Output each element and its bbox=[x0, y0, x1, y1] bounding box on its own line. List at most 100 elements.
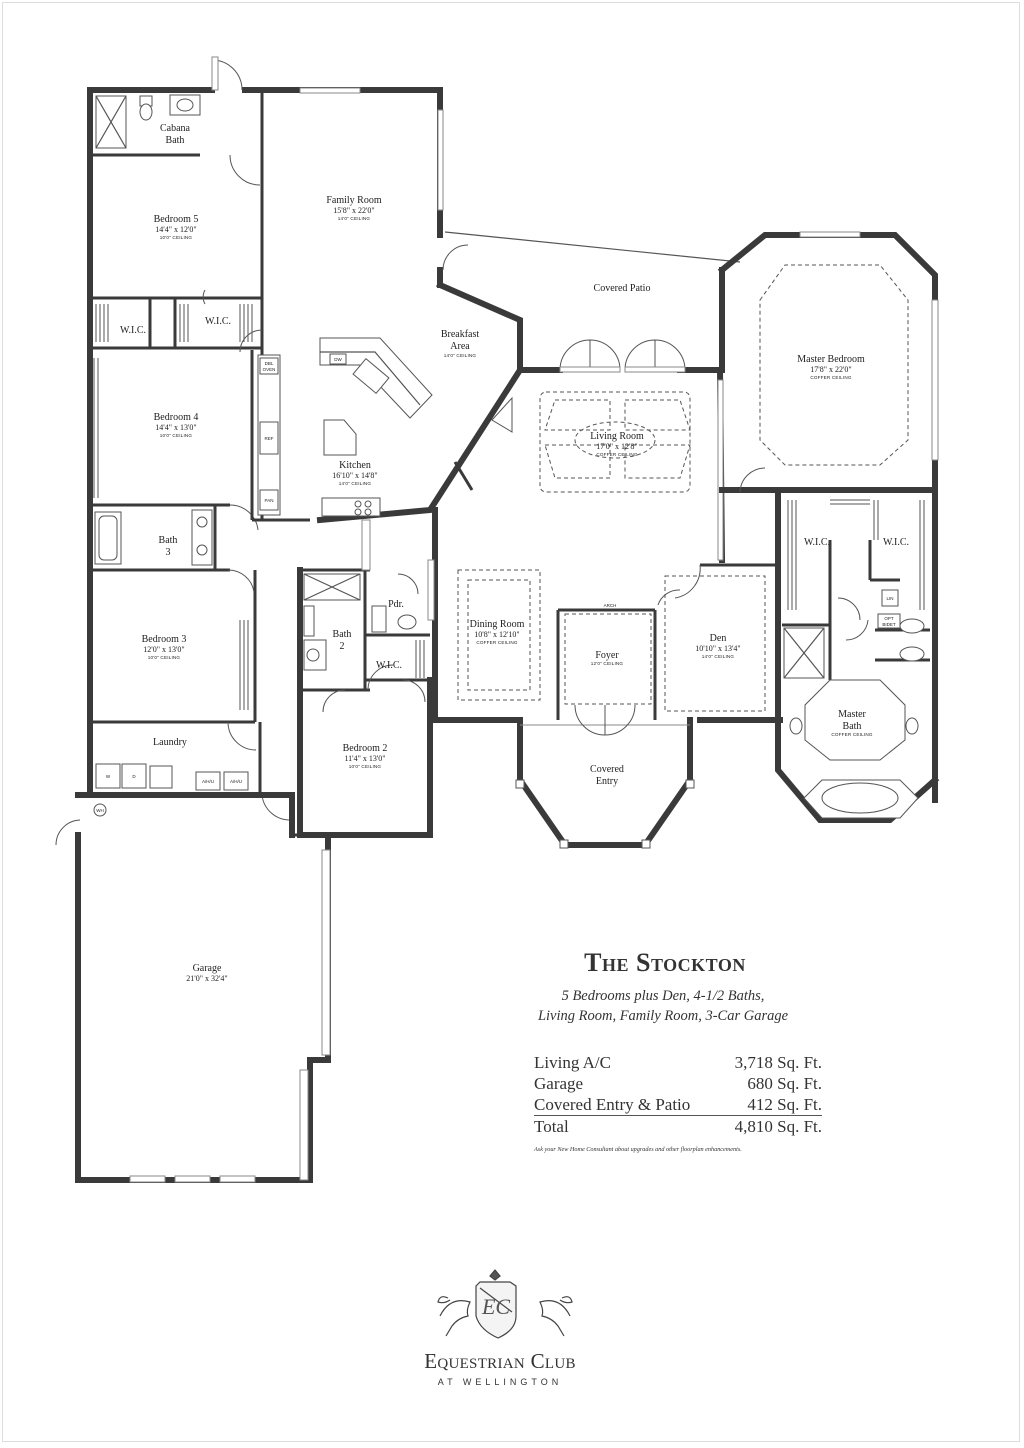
label-living-room: Living Room bbox=[590, 431, 644, 442]
plan-title: The Stockton bbox=[584, 948, 746, 977]
label-bedroom3: Bedroom 3 bbox=[142, 634, 187, 645]
brand-name: Equestrian Club bbox=[424, 1349, 576, 1373]
label-master-bath-2: Bath bbox=[843, 721, 862, 732]
label-laundry: Laundry bbox=[153, 737, 187, 748]
walls-garage bbox=[55, 722, 331, 1183]
bath3-fixtures bbox=[94, 509, 213, 566]
label-breakfast-2: Area bbox=[450, 341, 470, 352]
label-arch: ARCH bbox=[604, 603, 617, 608]
label-wic-master-right: W.I.C. bbox=[883, 537, 909, 548]
label-bedroom4: Bedroom 4 bbox=[154, 412, 199, 423]
ceiling-master-bedroom: COFFER CEILING bbox=[810, 375, 852, 380]
dims-bedroom3: 12'0" x 13'0" bbox=[143, 645, 184, 654]
fixture-water-heater: WH bbox=[96, 808, 104, 813]
label-cabana-2: Bath bbox=[166, 135, 185, 146]
label-covered-patio: Covered Patio bbox=[594, 283, 651, 294]
label-breakfast: Breakfast bbox=[441, 329, 480, 340]
upgrade-note: Ask your New Home Consultant about upgra… bbox=[534, 1146, 742, 1153]
label-bath3-2: 3 bbox=[166, 547, 171, 558]
plan-info: The Stockton 5 Bedrooms plus Den, 4-1/2 … bbox=[500, 948, 860, 1153]
label-wic-bed2: W.I.C. bbox=[376, 660, 402, 671]
wic-shelves-left bbox=[93, 304, 253, 710]
fixture-bidet: BIDET bbox=[882, 622, 896, 627]
label-foyer: Foyer bbox=[595, 650, 619, 661]
walls-center bbox=[250, 87, 523, 524]
ceiling-living-room: COFFER CEILING bbox=[596, 452, 638, 457]
dims-living-room: 17'0" x 12'8" bbox=[596, 442, 637, 451]
label-dining-room: Dining Room bbox=[470, 619, 525, 630]
crest-monogram: EC bbox=[481, 1294, 510, 1319]
walls-master: LIN OPT BIDET bbox=[717, 231, 940, 823]
ceiling-master-bath: COFFER CEILING bbox=[831, 732, 873, 737]
fixture-opt: OPT bbox=[884, 616, 894, 621]
label-bath2-2: 2 bbox=[340, 641, 345, 652]
dims-den: 10'10" x 13'4" bbox=[695, 644, 740, 653]
label-master-bath: Master bbox=[838, 709, 866, 720]
ceiling-dining-room: COFFER CEILING bbox=[476, 640, 518, 645]
label-wic-master-left: W.I.C. bbox=[804, 537, 830, 548]
fixture-dishwasher: DW bbox=[334, 357, 342, 362]
ceiling-foyer: 12'0" CEILING bbox=[591, 661, 624, 666]
sqft-value: 3,718 Sq. Ft. bbox=[734, 1053, 822, 1072]
ceiling-bedroom3: 10'0" CEILING bbox=[148, 655, 181, 660]
dims-family-room: 15'8" x 22'0" bbox=[333, 206, 374, 215]
coffer-patterns bbox=[457, 391, 766, 712]
dims-bedroom4: 14'4" x 13'0" bbox=[155, 423, 196, 432]
fixture-pantry: PAN bbox=[265, 498, 274, 503]
equestrian-club-logo: EC bbox=[437, 1269, 573, 1339]
fixture-oven: OVEN bbox=[263, 367, 276, 372]
plan-subtitle-2: Living Room, Family Room, 3-Car Garage bbox=[537, 1008, 789, 1024]
sqft-row-garage: Garage 680 Sq. Ft. bbox=[534, 1073, 822, 1094]
ceiling-kitchen: 14'0" CEILING bbox=[339, 481, 372, 486]
fixture-ref: REF bbox=[265, 436, 274, 441]
label-bath2: Bath bbox=[333, 629, 352, 640]
label-bedroom5: Bedroom 5 bbox=[154, 214, 199, 225]
sqft-label: Covered Entry & Patio bbox=[534, 1095, 691, 1114]
sqft-row-total: Total 4,810 Sq. Ft. bbox=[534, 1116, 822, 1137]
sqft-table: Living A/C 3,718 Sq. Ft. Garage 680 Sq. … bbox=[534, 1052, 822, 1137]
sqft-row-entry-patio: Covered Entry & Patio 412 Sq. Ft. bbox=[534, 1094, 822, 1116]
label-master-bedroom: Master Bedroom bbox=[797, 354, 865, 365]
sqft-row-living: Living A/C 3,718 Sq. Ft. bbox=[534, 1052, 822, 1073]
room-labels: Cabana Bath Bedroom 5 14'4" x 12'0" 10'0… bbox=[120, 123, 909, 983]
sqft-label: Total bbox=[534, 1117, 569, 1136]
ceiling-bedroom5: 10'0" CEILING bbox=[160, 235, 193, 240]
fixture-ahu-2: A/H/U bbox=[230, 779, 242, 784]
label-den: Den bbox=[710, 633, 727, 644]
label-bath3: Bath bbox=[159, 535, 178, 546]
ceiling-family-room: 14'0" CEILING bbox=[338, 216, 371, 221]
sqft-value: 680 Sq. Ft. bbox=[747, 1074, 822, 1093]
fixture-dryer: D bbox=[132, 774, 136, 779]
dims-garage: 21'0" x 32'4" bbox=[186, 974, 227, 983]
dims-kitchen: 16'10" x 14'8" bbox=[332, 471, 377, 480]
ceiling-bedroom4: 10'0" CEILING bbox=[160, 433, 193, 438]
sqft-value: 412 Sq. Ft. bbox=[747, 1095, 822, 1114]
fixture-linen: LIN bbox=[886, 596, 893, 601]
label-garage: Garage bbox=[193, 963, 222, 974]
brand-subtitle: AT WELLINGTON bbox=[437, 1377, 563, 1387]
dims-bedroom5: 14'4" x 12'0" bbox=[155, 225, 196, 234]
plan-subtitle-1: 5 Bedrooms plus Den, 4-1/2 Baths, bbox=[561, 988, 765, 1004]
ceiling-breakfast: 14'0" CEILING bbox=[444, 353, 477, 358]
walls-bed2 bbox=[297, 519, 435, 838]
sqft-label: Living A/C bbox=[534, 1053, 611, 1072]
label-pdr: Pdr. bbox=[388, 599, 404, 610]
crest-icon bbox=[437, 1269, 573, 1339]
fixture-washer: W bbox=[106, 774, 111, 779]
label-covered-entry-2: Entry bbox=[596, 776, 618, 787]
label-wic-left: W.I.C. bbox=[120, 325, 146, 336]
walls-living bbox=[432, 339, 783, 723]
sqft-value: 4,810 Sq. Ft. bbox=[734, 1117, 822, 1136]
fixture-dbl: DBL bbox=[265, 361, 274, 366]
dims-master-bedroom: 17'8" x 22'0" bbox=[810, 365, 851, 374]
sqft-label: Garage bbox=[534, 1074, 584, 1093]
label-family-room: Family Room bbox=[326, 195, 382, 206]
hall-doors bbox=[202, 289, 291, 821]
label-covered-entry: Covered bbox=[590, 764, 624, 775]
covered-entry-walls bbox=[515, 704, 695, 849]
label-bedroom2: Bedroom 2 bbox=[343, 743, 388, 754]
covered-patio-outline bbox=[444, 231, 741, 370]
dims-dining-room: 10'8" x 12'10" bbox=[474, 630, 519, 639]
